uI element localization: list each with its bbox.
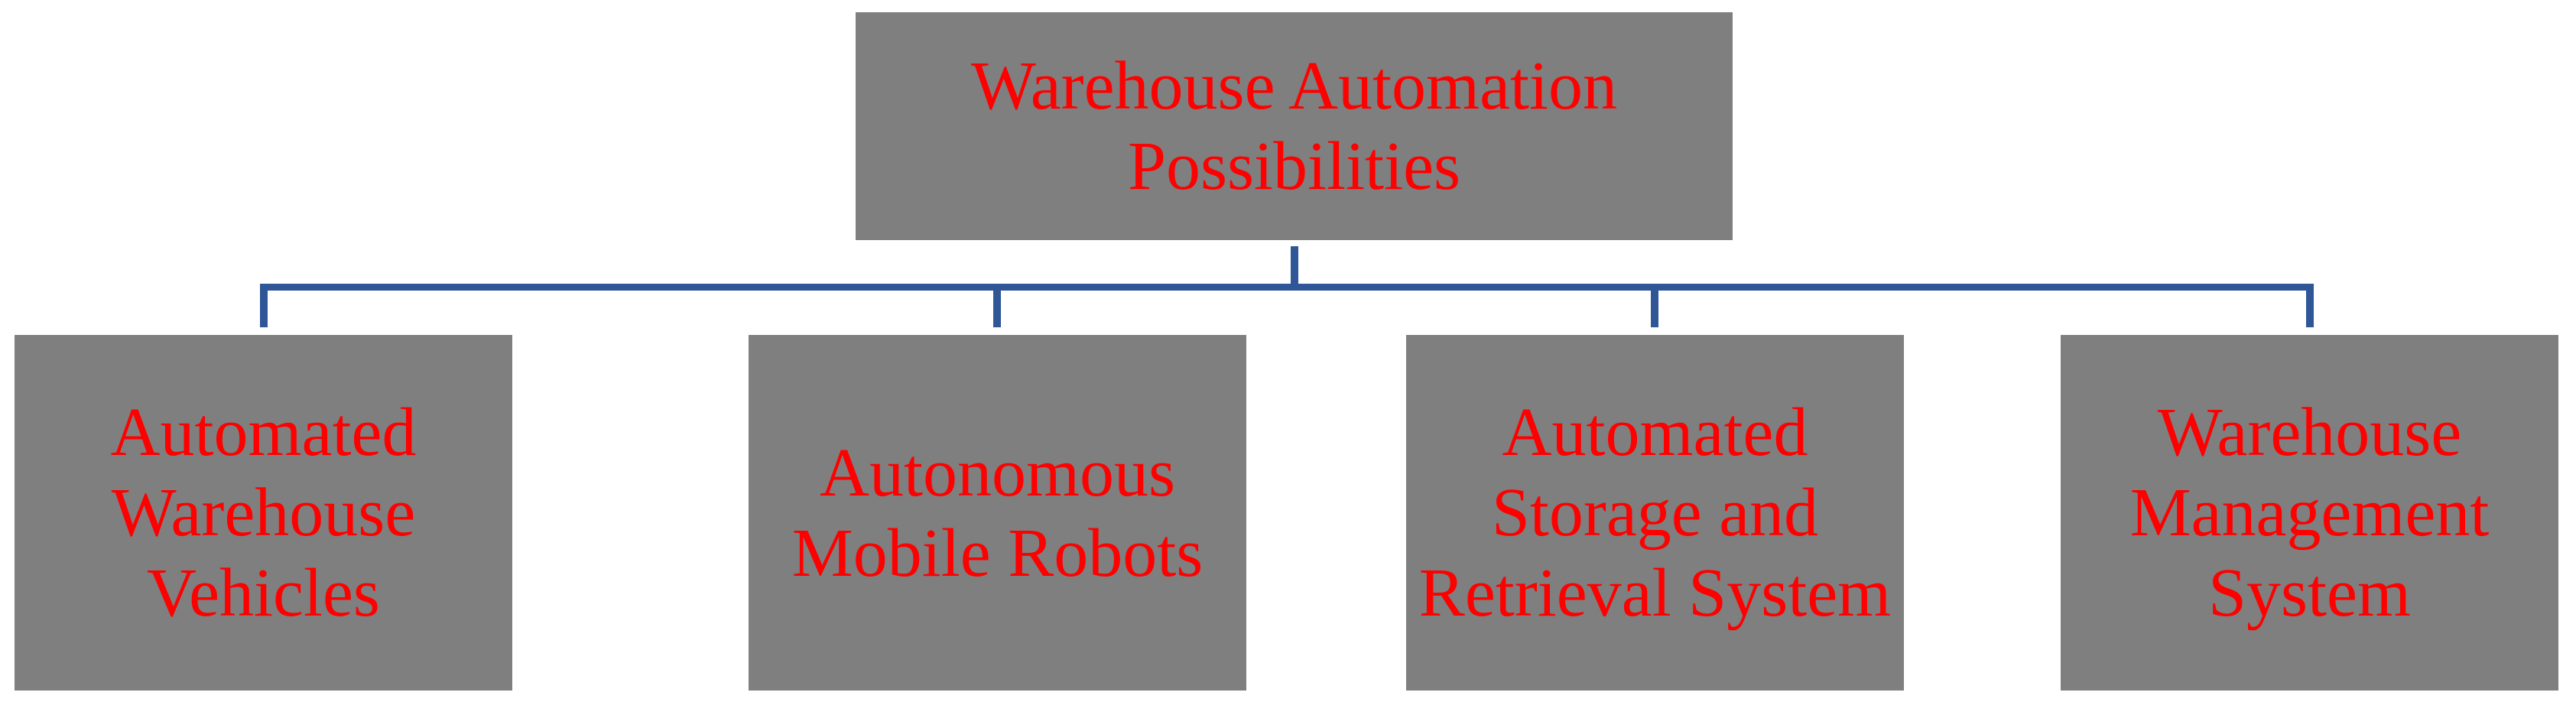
connector-drop-child3 [1651, 291, 1658, 327]
node-label-line: Warehouse [111, 475, 416, 551]
node-autonomous-mobile-robots: Autonomous Mobile Robots [749, 335, 1246, 691]
connector-drop-child1 [260, 291, 268, 327]
connector-drop-child4 [2306, 291, 2314, 327]
connector-root-stub [1291, 246, 1298, 284]
node-automated-warehouse-vehicles: Automated Warehouse Vehicles [15, 335, 512, 691]
node-label-line: Automated [110, 395, 417, 470]
node-label-line: Storage and [1491, 475, 1819, 551]
node-warehouse-management-system: Warehouse Management System [2061, 335, 2558, 691]
node-root-label-line-1: Warehouse Automation [970, 48, 1618, 124]
node-root-label-line-2: Possibilities [1127, 128, 1461, 204]
node-label-line: System [2207, 555, 2412, 631]
node-label-line: Autonomous [819, 434, 1176, 511]
node-root: Warehouse Automation Possibilities [856, 12, 1733, 240]
node-label-line: Management [2129, 475, 2490, 551]
node-label-line: Vehicles [147, 555, 380, 631]
node-label-line: Warehouse [2157, 395, 2462, 470]
node-label-line: Automated [1502, 395, 1808, 470]
node-automated-storage-retrieval-system: Automated Storage and Retrieval System [1406, 335, 1904, 691]
node-label-line: Retrieval System [1418, 555, 1892, 631]
node-label-line: Mobile Robots [791, 515, 1204, 591]
connector-horizontal-line [260, 284, 2314, 291]
connector-drop-child2 [993, 291, 1001, 327]
